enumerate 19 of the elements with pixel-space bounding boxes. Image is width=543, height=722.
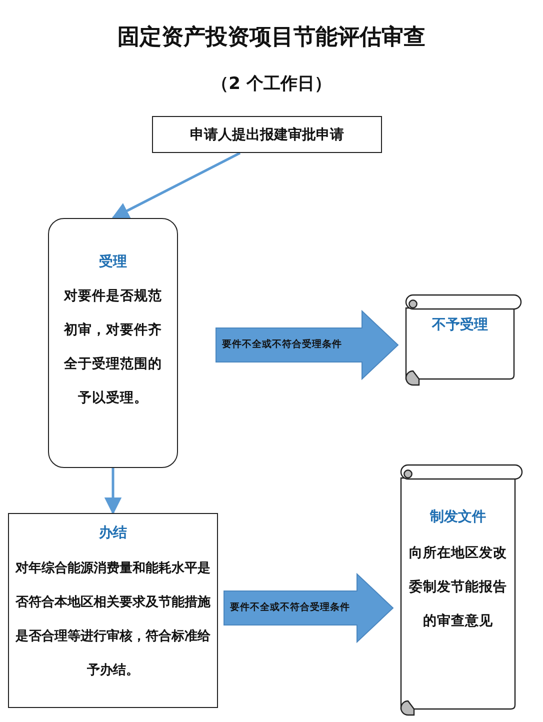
node-text: 对要件是否规范初审，对要件齐全于受理范围的予以受理。	[63, 287, 163, 408]
node-heading: 受理	[98, 253, 128, 271]
edge-label: 要件不全或不符合受理条件	[222, 339, 342, 351]
block-arrow	[216, 310, 399, 380]
edge-label: 要件不全或不符合受理条件	[230, 602, 350, 614]
title: 固定资产投资项目节能评估审查	[116, 24, 426, 52]
process-box	[8, 513, 218, 708]
node-heading: 制发文件	[428, 508, 487, 526]
process-box	[152, 116, 382, 153]
node-text: 不予受理	[430, 316, 489, 334]
process-box	[48, 218, 178, 468]
arrow	[111, 152, 241, 220]
block-arrow	[224, 572, 394, 644]
subtitle: （2 个工作日）	[210, 73, 332, 95]
node-text: 向所在地区发改委制发节能报告的审查意见	[408, 544, 508, 631]
node-text: 对年综合能源消费量和能耗水平是否符合本地区相关要求及节能措施是否合理等进行审核，符合标准给予办结。	[14, 560, 212, 680]
arrow	[104, 468, 122, 515]
node-heading: 办结	[98, 524, 128, 542]
node-text: 申请人提出报建审批申请	[189, 126, 345, 144]
